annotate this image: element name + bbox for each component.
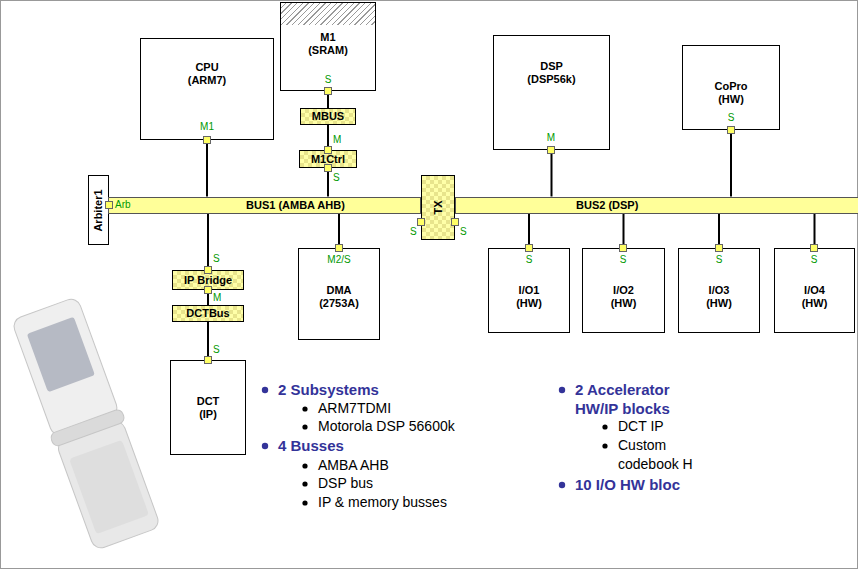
bus-bar: BUS1 (AMBA AHB) (108, 197, 421, 214)
bus-connection (327, 91, 329, 108)
node-label: (HW) (516, 297, 542, 310)
bus-connection (718, 214, 720, 249)
port-label: S (325, 74, 332, 86)
phone-drawing (8, 295, 163, 551)
node-label: MBUS (312, 110, 344, 123)
bridge-box: IP Bridge (172, 270, 244, 290)
node-label: I/O3 (709, 284, 730, 297)
port-label: M (213, 292, 221, 304)
bus-connection (206, 140, 208, 197)
port-label: S (213, 344, 220, 356)
bullet-item: DSP bus (318, 474, 518, 493)
node-label: (HW) (706, 297, 732, 310)
node-label: (IP) (199, 408, 217, 421)
port-label: S (716, 254, 723, 266)
port-label: S (410, 226, 417, 238)
bus-bar: BUS2 (DSP) (455, 197, 858, 214)
bus-connection (207, 322, 209, 360)
node-label: BUS1 (AMBA AHB) (246, 199, 345, 212)
port-label: M (547, 132, 555, 144)
bullet-dots (262, 387, 608, 506)
port-label: S (811, 254, 818, 266)
node-label: CPU (195, 61, 218, 74)
bus-connection (730, 130, 732, 197)
bus-connection (327, 168, 329, 197)
bus-adapter-box: DCTBus (172, 305, 244, 322)
node-label: I/O2 (613, 284, 634, 297)
bus-connection (814, 214, 816, 249)
bullet-item: Motorola DSP 56600k (318, 417, 518, 436)
node-label: (HW) (611, 297, 637, 310)
bus-connection (338, 214, 340, 249)
node-label: I/O1 (519, 284, 540, 297)
node-label: DMA (326, 284, 351, 297)
node-label: CoPro (715, 80, 748, 93)
node-label: I/O4 (804, 284, 825, 297)
ip-block-box: DCT(IP) (170, 360, 246, 455)
arbiter-box: Arbiter1 (88, 175, 109, 245)
bullet-item: Custom codebook H (618, 436, 708, 474)
bullet-item: DCT IP (618, 417, 818, 436)
port-label: S (526, 254, 533, 266)
bus-connection (327, 125, 329, 150)
bus-connection (528, 214, 530, 249)
bullet-heading: 10 I/O HW bloc (575, 475, 775, 494)
node-label: M1Ctrl (311, 153, 345, 166)
node-label: DCTBus (186, 307, 229, 320)
bus-connection (623, 214, 625, 249)
port-label: Arb (115, 199, 131, 211)
node-label: (HW) (718, 93, 744, 106)
bus-adapter-box: MBUS (300, 108, 356, 125)
node-label: DCT (197, 395, 220, 408)
bus-connection (207, 290, 209, 305)
node-label: IP Bridge (184, 274, 232, 287)
bullet-heading: 2 Subsystems (278, 380, 478, 399)
port-label: S (333, 172, 340, 184)
bus-connection (207, 214, 209, 271)
port-label: M2/S (327, 254, 350, 266)
port-label: S (728, 112, 735, 124)
port-label: M (333, 134, 341, 146)
controller-box: M1Ctrl (299, 150, 357, 168)
bullet-heading: 4 Busses (278, 436, 478, 455)
bullet-item: IP & memory busses (318, 493, 518, 512)
node-label: DSP (540, 60, 563, 73)
bullet-item: AMBA AHB (318, 456, 518, 475)
node-label: (ARM7) (188, 74, 227, 87)
node-label: M1 (320, 31, 335, 44)
bullet-heading: 2 Accelerator HW/IP blocks (575, 380, 700, 418)
node-label: BUS2 (DSP) (576, 199, 638, 212)
node-label: (DSP56k) (527, 73, 575, 86)
bullet-item: ARM7TDMI (318, 399, 518, 418)
node-label: TX (432, 200, 445, 214)
port-label: S (213, 253, 220, 265)
node-label: (SRAM) (308, 44, 348, 57)
port-label: S (460, 226, 467, 238)
port-label: S (620, 254, 627, 266)
bus-connection (551, 150, 553, 197)
node-label: (HW) (802, 297, 828, 310)
transactor-box: TX (421, 175, 455, 240)
node-label: (2753A) (319, 297, 359, 310)
node-label: Arbiter1 (92, 189, 105, 231)
port-label: M1 (200, 121, 214, 133)
